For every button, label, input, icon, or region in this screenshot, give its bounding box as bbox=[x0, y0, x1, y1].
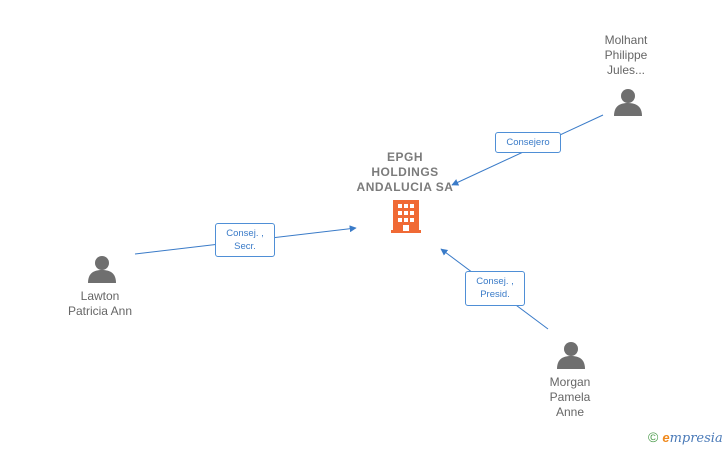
company-name[interactable]: EPGH HOLDINGS ANDALUCIA SA bbox=[340, 150, 470, 195]
role-line: Consej. , bbox=[476, 276, 514, 287]
role-line: Secr. bbox=[234, 241, 256, 252]
person-name-morgan[interactable]: Morgan Pamela Anne bbox=[520, 375, 620, 420]
person-name-lawton[interactable]: Lawton Patricia Ann bbox=[50, 289, 150, 319]
company-name-line: HOLDINGS bbox=[371, 165, 439, 179]
brand-watermark: ©empresia bbox=[648, 429, 723, 446]
person-name-line: Anne bbox=[555, 405, 585, 419]
person-name-line: Lawton bbox=[80, 289, 120, 303]
person-name-line: Patricia Ann bbox=[67, 304, 133, 318]
role-line: Consejero bbox=[506, 137, 550, 148]
company-name-line: EPGH bbox=[386, 150, 423, 164]
copyright-icon: © bbox=[648, 429, 659, 445]
company-name-line: ANDALUCIA SA bbox=[356, 180, 454, 194]
person-name-line: Philippe bbox=[604, 48, 648, 62]
role-badge-lawton[interactable]: Consej. , Secr. bbox=[215, 223, 275, 257]
person-name-line: Molhant bbox=[604, 33, 648, 47]
person-name-line: Morgan bbox=[549, 375, 591, 389]
person-name-molhant[interactable]: Molhant Philippe Jules... bbox=[576, 33, 676, 78]
person-name-line: Pamela bbox=[549, 390, 591, 404]
person-icon[interactable] bbox=[557, 342, 585, 369]
role-line: Consej. , bbox=[226, 228, 264, 239]
person-icon[interactable] bbox=[614, 89, 642, 116]
role-badge-molhant[interactable]: Consejero bbox=[495, 132, 561, 153]
role-line: Presid. bbox=[480, 289, 510, 300]
brand-logo-letter: e bbox=[662, 430, 670, 445]
brand-logo-text: mpresia bbox=[669, 431, 723, 446]
person-name-line: Jules... bbox=[606, 63, 645, 77]
person-icon[interactable] bbox=[88, 256, 116, 283]
building-icon[interactable] bbox=[391, 200, 421, 233]
role-badge-morgan[interactable]: Consej. , Presid. bbox=[465, 271, 525, 306]
